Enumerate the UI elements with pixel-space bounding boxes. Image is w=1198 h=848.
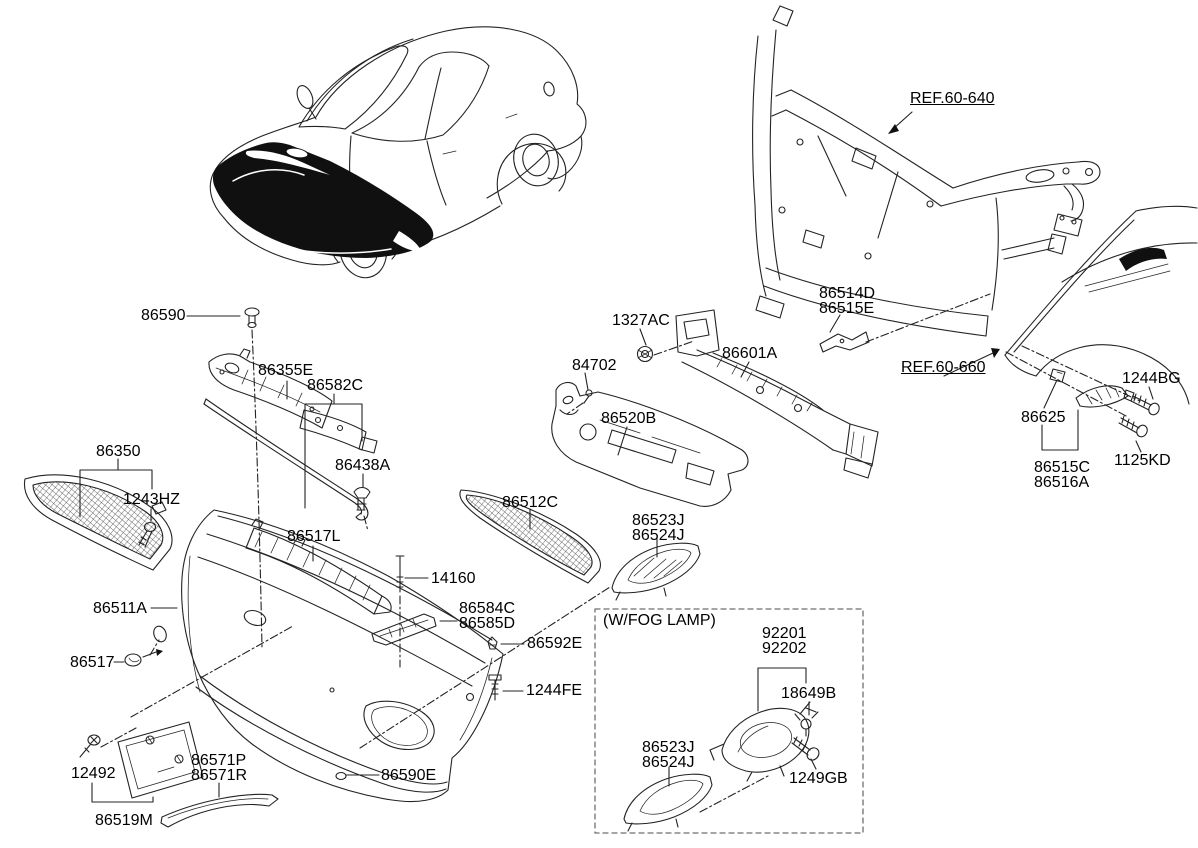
bolt-1125kd-icon bbox=[1118, 415, 1148, 438]
fog-lamp-option-box bbox=[594, 608, 864, 834]
fog-bulb-socket-18649b bbox=[794, 711, 819, 737]
radiator-support-frame bbox=[752, 5, 1101, 337]
part-label-1249gb: 1249GB bbox=[789, 770, 848, 787]
clip-84702-icon bbox=[583, 389, 593, 404]
bumper-reinforcement-beam bbox=[675, 309, 879, 479]
part-label-86517l: 86517L bbox=[287, 528, 341, 545]
part-label-86517: 86517 bbox=[70, 654, 115, 671]
stay-bracket bbox=[819, 331, 870, 353]
fender-garnish bbox=[1119, 247, 1167, 271]
part-label-86512c: 86512C bbox=[502, 494, 559, 511]
screw-1243hz-icon bbox=[138, 521, 157, 548]
bumper-energy-absorber bbox=[551, 381, 749, 507]
fog-lamp-assembly bbox=[709, 701, 817, 782]
part-label-ref-60-660: REF.60-660 bbox=[901, 359, 986, 376]
part-label-1244fe: 1244FE bbox=[526, 682, 583, 699]
part-label-86520b: 86520B bbox=[601, 410, 657, 427]
part-label-14160: 14160 bbox=[431, 570, 476, 587]
fog-lamp-box-label: (W/FOG LAMP) bbox=[603, 612, 716, 629]
hood-seal-strip bbox=[203, 398, 369, 521]
part-label-86592e: 86592E bbox=[527, 635, 583, 652]
front-bumper-highlight bbox=[213, 142, 434, 258]
ref-arrows bbox=[888, 111, 1000, 377]
radiator-grille bbox=[23, 474, 173, 571]
fog-lamp-option-group bbox=[594, 608, 864, 834]
part-label-86582c: 86582C bbox=[307, 377, 364, 394]
screw-14160-icon bbox=[395, 555, 405, 593]
clip-86590-icon bbox=[244, 307, 260, 329]
bumper-side-pad bbox=[371, 613, 437, 646]
part-label-18649b: 18649B bbox=[781, 685, 837, 702]
grille-upper-cover bbox=[208, 348, 333, 429]
vehicle-illustration bbox=[209, 26, 587, 279]
front-fender bbox=[1004, 205, 1198, 405]
part-label-1327ac: 1327AC bbox=[612, 312, 670, 329]
part-label-1244bg: 1244BG bbox=[1122, 370, 1181, 387]
front-bumper-cover bbox=[153, 509, 504, 803]
license-plate-bracket bbox=[117, 721, 204, 799]
part-label-ref-60-640: REF.60-640 bbox=[910, 90, 995, 107]
part-label-84702: 84702 bbox=[572, 357, 617, 374]
part-label-86590: 86590 bbox=[141, 307, 186, 324]
nut-1327ac-icon bbox=[636, 345, 654, 363]
part-label-12492: 12492 bbox=[71, 765, 116, 782]
fog-lamp-bezel-box bbox=[623, 773, 713, 832]
part-label-86519m: 86519M bbox=[95, 812, 153, 829]
clip-86438a-icon bbox=[353, 486, 371, 511]
part-label-86625: 86625 bbox=[1021, 409, 1066, 426]
part-label-86601a: 86601A bbox=[722, 345, 778, 362]
grille-cover-side-piece bbox=[299, 409, 378, 454]
nut-86592e-icon bbox=[487, 636, 498, 650]
fog-lamp-bezel-upper bbox=[611, 542, 701, 601]
bolt-1244bg-icon bbox=[1130, 393, 1160, 416]
assembly-dash-lines bbox=[100, 293, 1141, 813]
fasteners bbox=[79, 307, 1160, 781]
part-label-86511a: 86511A bbox=[93, 600, 147, 617]
bumper-center-grille bbox=[459, 489, 601, 584]
screw-12492-icon bbox=[79, 734, 101, 758]
clip-86590e-icon bbox=[335, 771, 347, 781]
bumper-lower-strip bbox=[160, 793, 279, 828]
leader-lines bbox=[79, 314, 1154, 803]
part-label-86355e: 86355E bbox=[258, 362, 314, 379]
part-label-86590e: 86590E bbox=[381, 767, 437, 784]
clip-86517-icon bbox=[124, 649, 163, 667]
part-label-86350: 86350 bbox=[96, 443, 141, 460]
part-label-86438a: 86438A bbox=[335, 457, 391, 474]
part-label-1243hz: 1243HZ bbox=[123, 491, 180, 508]
part-label-1125kd: 1125KD bbox=[1114, 452, 1171, 469]
bolt-1244fe-icon bbox=[488, 674, 502, 701]
bolt-1249gb-icon bbox=[791, 736, 820, 761]
